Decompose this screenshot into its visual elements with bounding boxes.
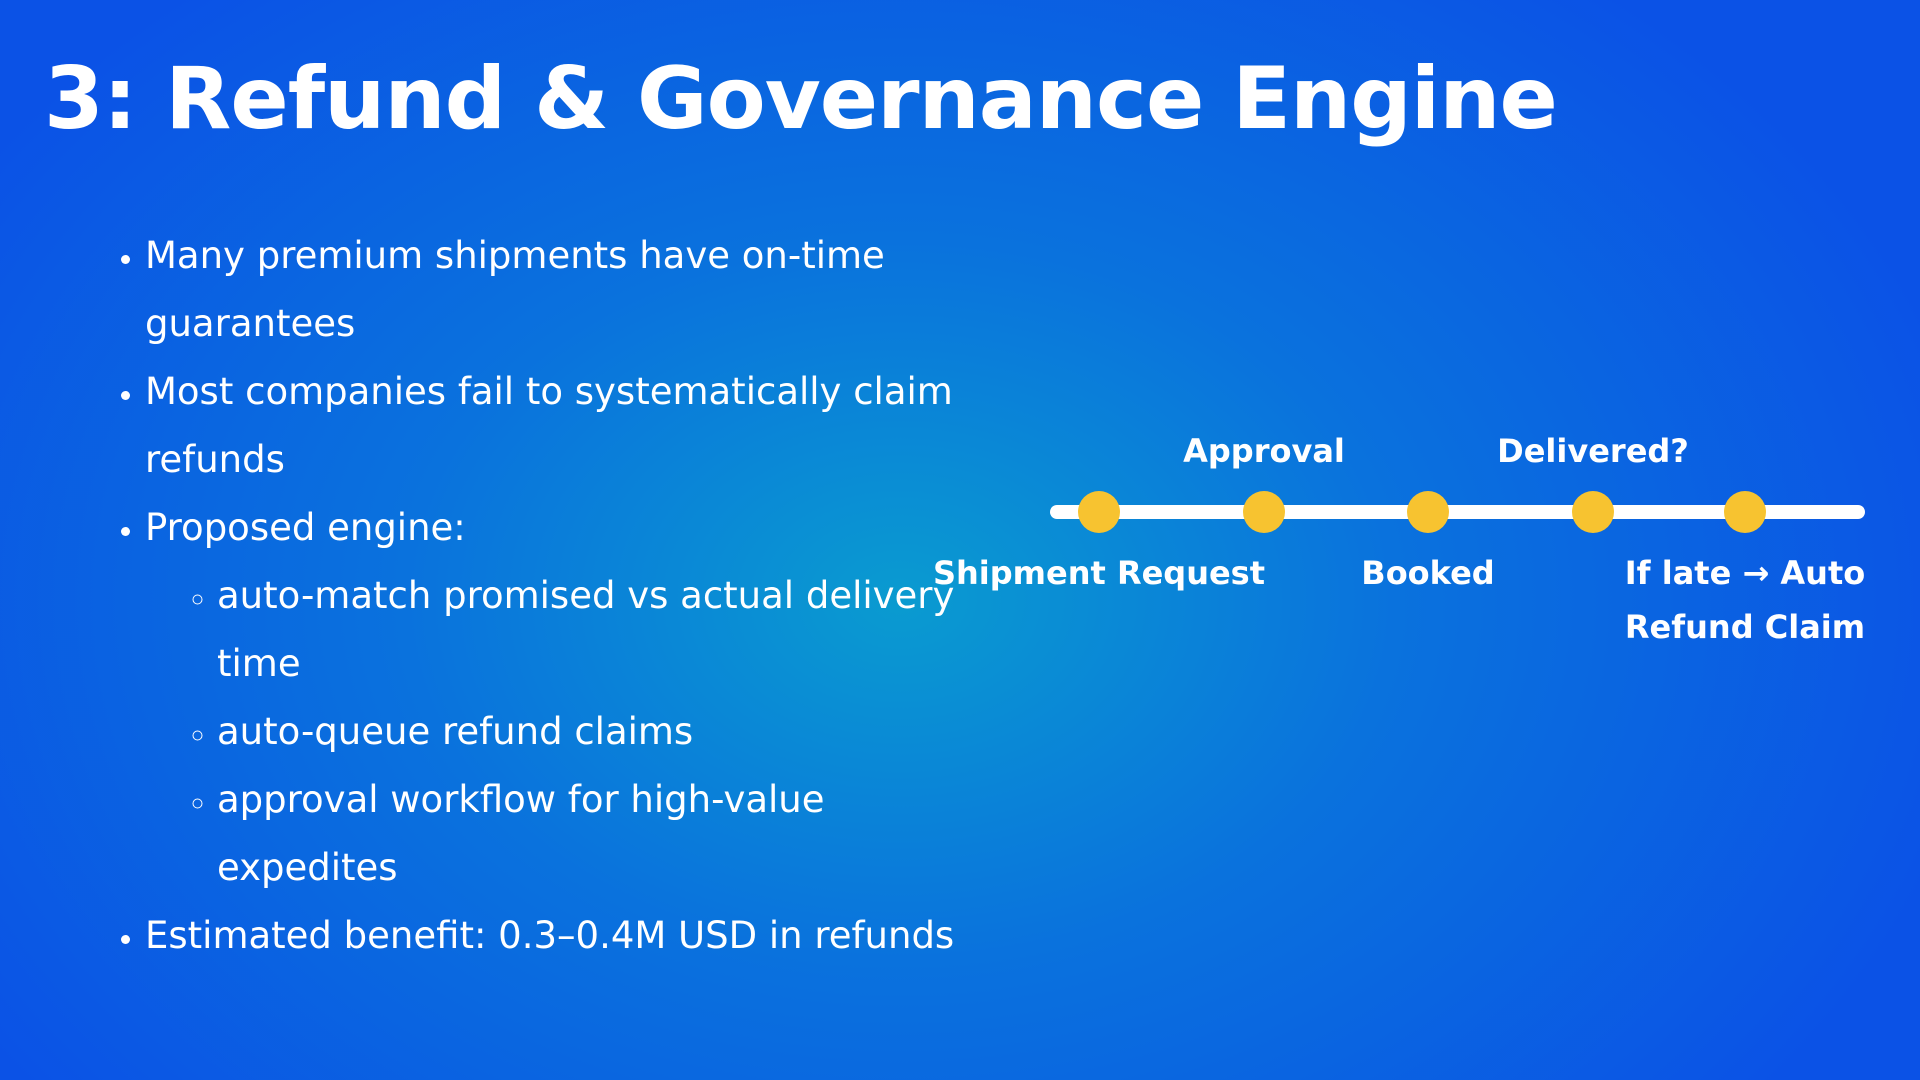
timeline-label-delivered: Delivered? [1497,432,1689,470]
bullet-item: Many premium shipments have on-time guar… [145,222,965,358]
bullet-item: Estimated benefit: 0.3–0.4M USD in refun… [145,902,965,970]
bullet-text: Proposed engine: [145,506,466,549]
sub-bullet-item: auto-queue refund claims [217,698,965,766]
timeline-line [1050,505,1865,519]
bullet-text: Estimated benefit: 0.3–0.4M USD in refun… [145,914,955,957]
timeline-dot-booked [1407,491,1449,533]
sub-bullet-list: auto-match promised vs actual delivery t… [145,562,965,902]
bullet-text: Many premium shipments have on-time guar… [145,234,885,345]
sub-bullet-item: approval workflow for high-value expedit… [217,766,965,902]
sub-bullet-text: auto-match promised vs actual delivery t… [217,574,955,685]
bullet-text: Most companies fail to systematically cl… [145,370,953,481]
timeline-label-booked: Booked [1361,554,1495,592]
bullet-item: Most companies fail to systematically cl… [145,358,965,494]
slide-title: 3: Refund & Governance Engine [44,49,1558,149]
timeline-dot-delivered [1572,491,1614,533]
sub-bullet-text: auto-queue refund claims [217,710,694,753]
timeline-label-shipment-request: Shipment Request [932,554,1266,592]
sub-bullet-text: approval workflow for high-value expedit… [217,778,825,889]
timeline-dot-approval [1243,491,1285,533]
timeline-dot-refund-claim [1724,491,1766,533]
bullet-item: Proposed engine: auto-match promised vs … [145,494,965,902]
bullet-list: Many premium shipments have on-time guar… [108,222,965,970]
timeline-dot-shipment-request [1078,491,1120,533]
timeline-label-refund-claim: If late → Auto Refund Claim [1624,554,1866,646]
sub-bullet-item: auto-match promised vs actual delivery t… [217,562,965,698]
timeline-label-approval: Approval [1183,432,1345,470]
